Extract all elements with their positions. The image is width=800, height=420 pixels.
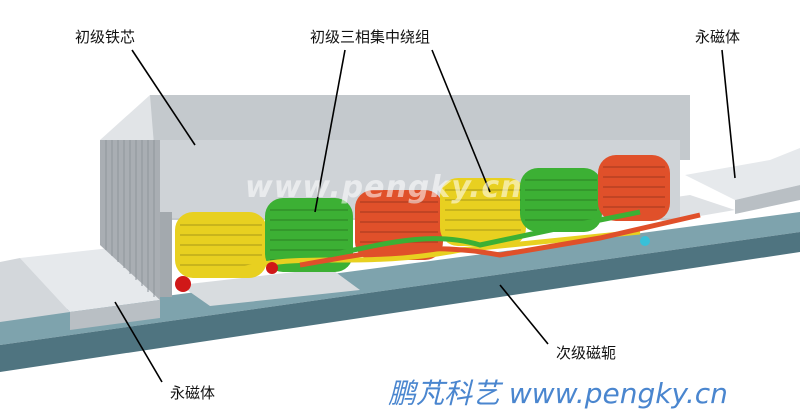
permanent-magnets <box>0 148 800 330</box>
primary-windings <box>175 155 701 292</box>
label-primary-core: 初级铁芯 <box>75 28 136 46</box>
label-secondary-yoke: 次级磁轭 <box>556 344 617 362</box>
watermark: www.pengky.cn <box>245 170 523 205</box>
credit-text: 鹏芃科艺 www.pengky.cn <box>388 377 728 410</box>
label-magnet-top: 永磁体 <box>695 28 741 46</box>
secondary-yoke <box>0 212 800 372</box>
label-primary-winding: 初级三相集中绕组 <box>310 28 431 46</box>
leader-lines <box>114 49 736 383</box>
label-magnet-bottom: 永磁体 <box>170 384 216 402</box>
